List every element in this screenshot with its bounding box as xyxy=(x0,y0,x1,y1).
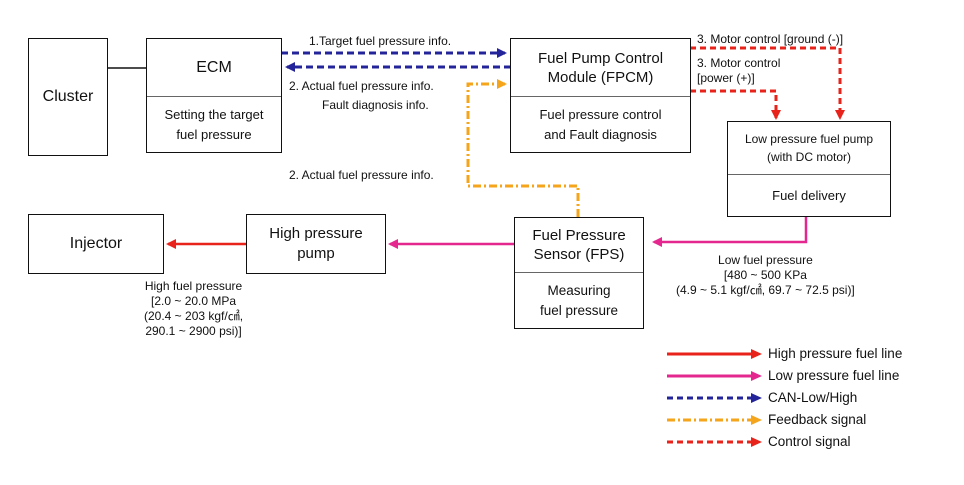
control-ground-line xyxy=(690,46,845,120)
legend-item: Feedback signal xyxy=(665,411,955,429)
legend-label: Low pressure fuel line xyxy=(768,368,900,383)
target-info-label: 1.Target fuel pressure info. xyxy=(309,34,452,48)
low-pressure-pump-body: Fuel delivery xyxy=(728,174,890,216)
control-power-line xyxy=(690,89,781,120)
fps-title: Fuel Pressure Sensor (FPS) xyxy=(532,227,626,263)
legend-item: CAN-Low/High xyxy=(665,389,955,407)
ecm-title: ECM xyxy=(196,59,232,76)
fpcm-body: Fuel pressure control and Fault diagnosi… xyxy=(511,96,690,152)
actual-info-mid-label: 2. Actual fuel pressure info. xyxy=(289,168,434,182)
high-pressure-pump-title: High pressure pump xyxy=(269,225,363,262)
fpcm-box: Fuel Pump Control Module (FPCM) Fuel pre… xyxy=(510,38,691,153)
fpcm-title: Fuel Pump Control Module (FPCM) xyxy=(537,49,664,86)
cluster-title: Cluster xyxy=(42,88,94,105)
legend-label: Feedback signal xyxy=(768,412,867,427)
low-pressure-value-label: Low fuel pressure [480 ~ 500 KPa (4.9 ~ … xyxy=(676,253,855,297)
legend-line-icon xyxy=(667,415,762,425)
high-pressure-pump-box: High pressure pump xyxy=(246,214,386,274)
fps-box: Fuel Pressure Sensor (FPS) Measuring fue… xyxy=(514,217,644,329)
legend-label: CAN-Low/High xyxy=(768,390,858,405)
legend-line-icon xyxy=(667,349,762,359)
legend-line-icon xyxy=(667,371,762,381)
ecm-body: Setting the target fuel pressure xyxy=(147,96,281,152)
legend-item: Control signal xyxy=(665,433,955,451)
legend-label: High pressure fuel line xyxy=(768,346,903,361)
low-pressure-pump-title: Low pressure fuel pump (with DC motor) xyxy=(744,132,874,164)
high-pressure-value-label: High fuel pressure [2.0 ~ 20.0 MPa (20.4… xyxy=(144,279,244,338)
legend-line-icon xyxy=(667,437,762,447)
legend-label: Control signal xyxy=(768,434,851,449)
legend-line-icon xyxy=(667,393,762,403)
fault-info-label: Fault diagnosis info. xyxy=(322,98,429,112)
actual-info-top-label: 2. Actual fuel pressure info. xyxy=(289,79,434,93)
legend-item: Low pressure fuel line xyxy=(665,367,955,385)
cluster-box: Cluster xyxy=(28,38,108,156)
injector-title: Injector xyxy=(69,235,123,252)
feedback-line xyxy=(466,79,580,217)
fps-body: Measuring fuel pressure xyxy=(515,272,643,328)
low-pressure-pump-box: Low pressure fuel pump (with DC motor) F… xyxy=(727,121,891,217)
motor-ground-label: 3. Motor control [ground (-)] xyxy=(697,32,844,46)
motor-power-label: 3. Motor control [power (+)] xyxy=(697,56,781,85)
low-pressure-line-pump-to-fps xyxy=(652,217,808,247)
ecm-box: ECM Setting the target fuel pressure xyxy=(146,38,282,153)
injector-box: Injector xyxy=(28,214,164,274)
legend-item: High pressure fuel line xyxy=(665,345,955,363)
